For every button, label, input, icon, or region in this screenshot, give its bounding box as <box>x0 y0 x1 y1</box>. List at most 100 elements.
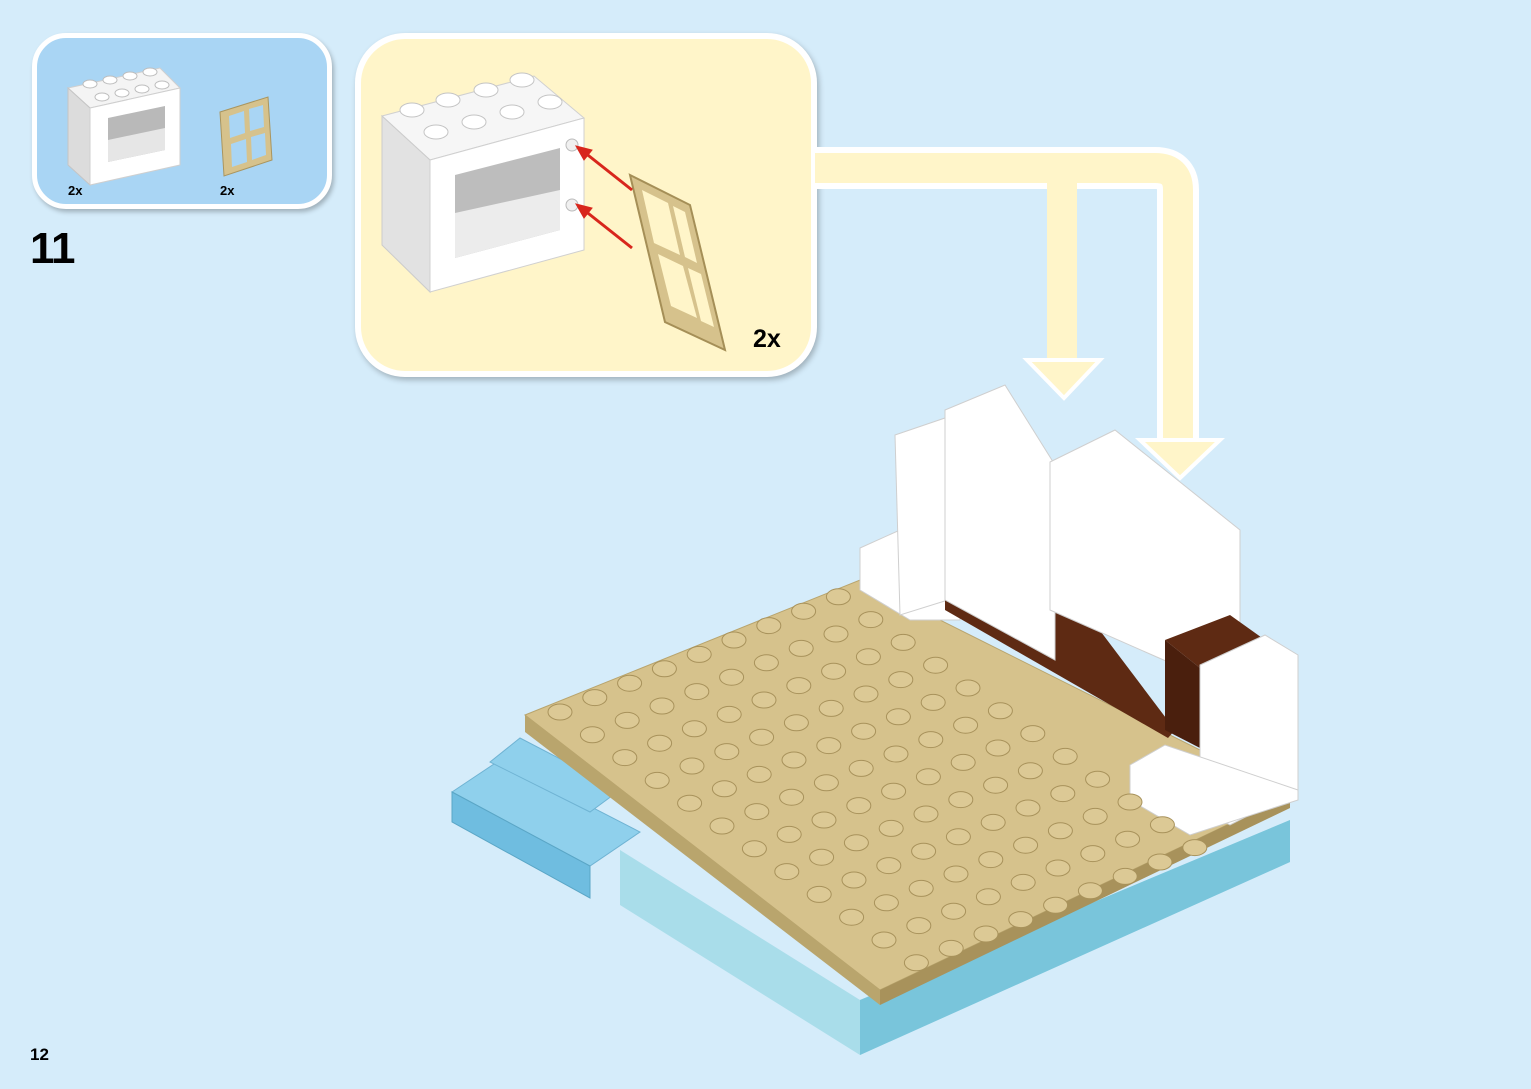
stud <box>613 750 637 766</box>
stud <box>976 889 1000 905</box>
stud <box>822 663 846 679</box>
stud <box>824 626 848 642</box>
stud <box>1150 817 1174 833</box>
stud <box>842 872 866 888</box>
stud <box>949 792 973 808</box>
stud <box>854 686 878 702</box>
stud <box>889 672 913 688</box>
stud <box>956 680 980 696</box>
stud <box>1078 883 1102 899</box>
stud <box>1021 726 1045 742</box>
stud <box>618 675 642 691</box>
stud <box>807 886 831 902</box>
stud <box>874 895 898 911</box>
stud <box>877 858 901 874</box>
stud <box>1018 763 1042 779</box>
stud <box>1083 808 1107 824</box>
stud <box>715 744 739 760</box>
stud <box>687 646 711 662</box>
stud <box>810 849 834 865</box>
stud <box>792 603 816 619</box>
stud <box>745 804 769 820</box>
stud <box>872 932 896 948</box>
stud <box>859 612 883 628</box>
stud <box>939 940 963 956</box>
stud <box>984 777 1008 793</box>
stud <box>852 723 876 739</box>
stud <box>974 926 998 942</box>
stud <box>752 692 776 708</box>
stud <box>775 864 799 880</box>
stud <box>652 661 676 677</box>
stud <box>919 732 943 748</box>
stud <box>951 754 975 770</box>
stud <box>1051 786 1075 802</box>
stud <box>1016 800 1040 816</box>
stud <box>924 657 948 673</box>
stud <box>819 700 843 716</box>
stud <box>548 704 572 720</box>
stud <box>1086 771 1110 787</box>
stud <box>747 766 771 782</box>
stud <box>882 783 906 799</box>
stud <box>988 703 1012 719</box>
stud <box>682 721 706 737</box>
stud <box>1009 912 1033 928</box>
stud <box>979 852 1003 868</box>
stud <box>583 690 607 706</box>
stud <box>814 775 838 791</box>
stud <box>777 826 801 842</box>
stud <box>907 918 931 934</box>
stud <box>580 727 604 743</box>
stud <box>789 640 813 656</box>
stud <box>884 746 908 762</box>
stud <box>1011 874 1035 890</box>
stud <box>886 709 910 725</box>
stud <box>754 655 778 671</box>
stud <box>921 694 945 710</box>
stud <box>981 814 1005 830</box>
stud <box>904 955 928 971</box>
stud <box>722 632 746 648</box>
stud <box>826 589 850 605</box>
stud <box>648 735 672 751</box>
page-number: 12 <box>30 1045 49 1065</box>
stud <box>844 835 868 851</box>
stud <box>1116 831 1140 847</box>
stud <box>944 866 968 882</box>
stud <box>1081 846 1105 862</box>
stud <box>678 795 702 811</box>
stud <box>914 806 938 822</box>
stud <box>909 880 933 896</box>
stud <box>1118 794 1142 810</box>
stud <box>780 789 804 805</box>
stud <box>680 758 704 774</box>
stud <box>1113 868 1137 884</box>
stud <box>879 820 903 836</box>
stud <box>645 772 669 788</box>
stud <box>1044 897 1068 913</box>
stud <box>1053 748 1077 764</box>
stud <box>986 740 1010 756</box>
stud <box>720 669 744 685</box>
stud <box>916 769 940 785</box>
stud <box>787 678 811 694</box>
stud <box>650 698 674 714</box>
stud <box>742 841 766 857</box>
stud <box>946 829 970 845</box>
stud <box>757 618 781 634</box>
stud <box>912 843 936 859</box>
stud <box>784 715 808 731</box>
stud <box>710 818 734 834</box>
stud <box>891 634 915 650</box>
stud <box>817 738 841 754</box>
stud <box>782 752 806 768</box>
stud <box>712 781 736 797</box>
stud <box>750 729 774 745</box>
stud <box>685 684 709 700</box>
stud <box>1014 837 1038 853</box>
stud <box>849 760 873 776</box>
stud <box>942 903 966 919</box>
stud <box>1183 840 1207 856</box>
